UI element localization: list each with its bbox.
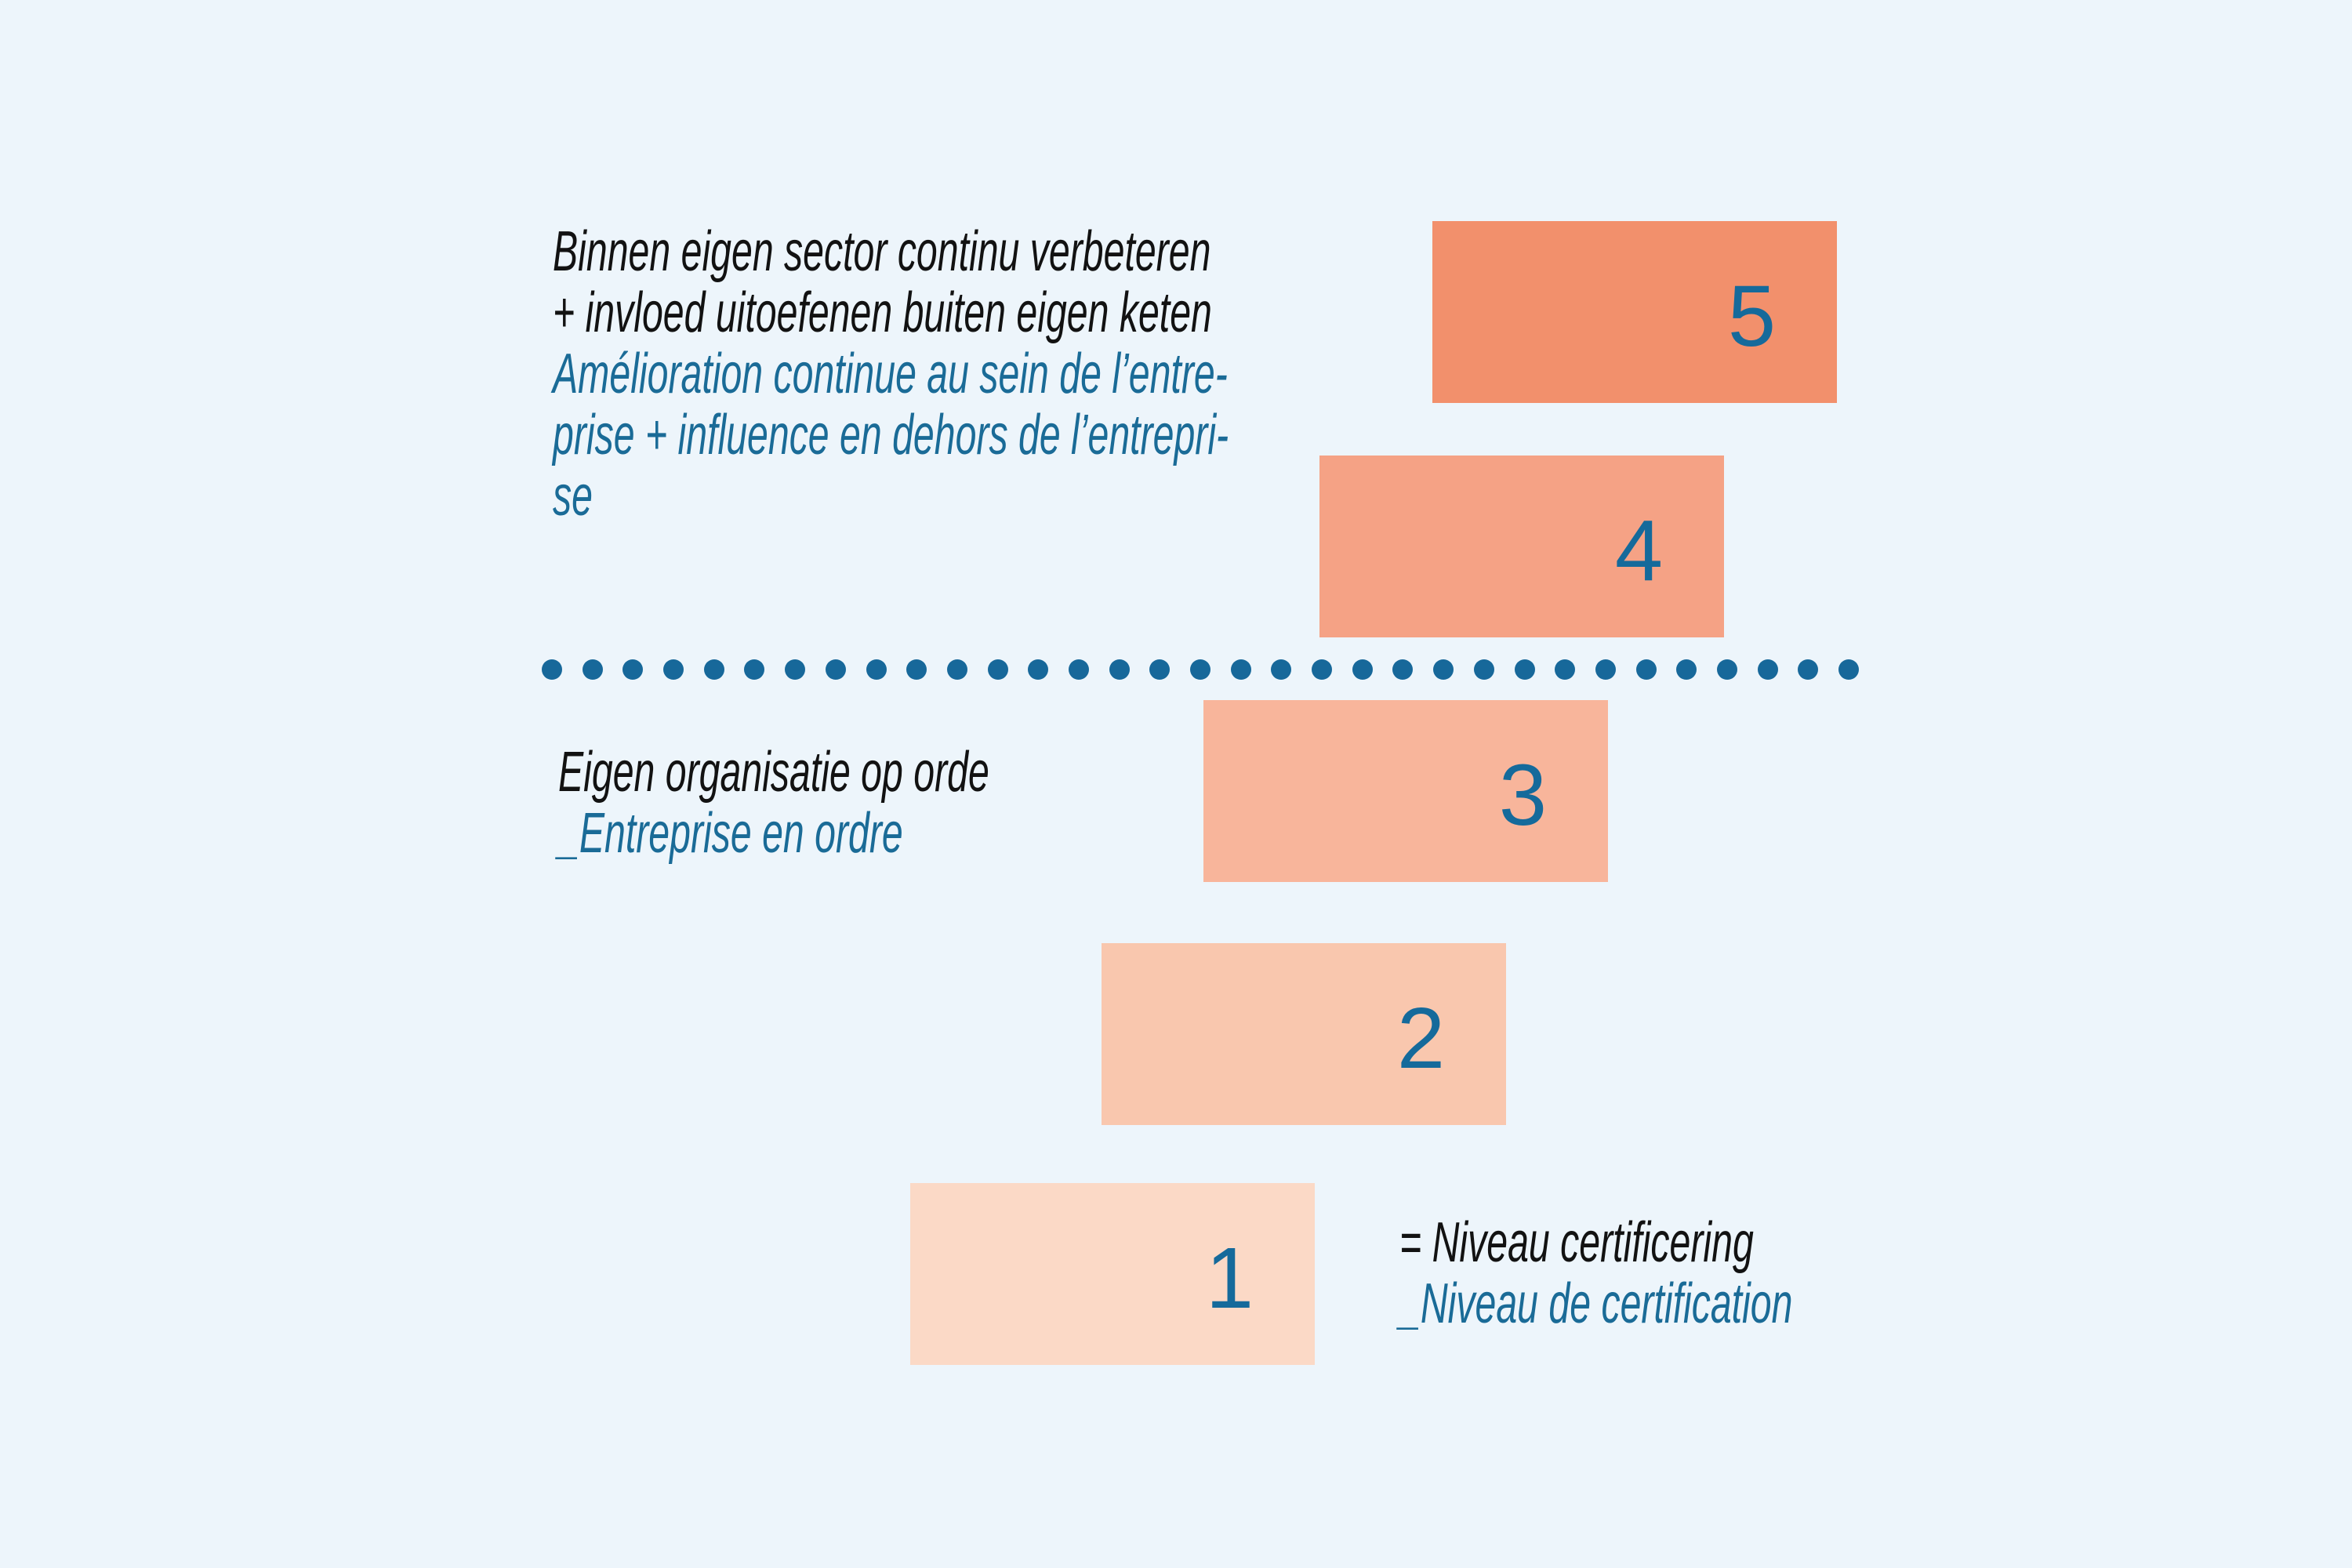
ladder-step-3: 3 <box>1203 700 1608 882</box>
step-number: 5 <box>1727 268 1776 365</box>
divider-dot <box>1271 659 1292 680</box>
description-nl-line: Binnen eigen sector continu verbeteren <box>553 220 1211 283</box>
ladder-step-5: 5 <box>1432 221 1837 403</box>
description-nl-line: + invloed uitoefenen buiten eigen keten <box>553 281 1212 344</box>
divider-dot <box>987 659 1008 680</box>
step-number: 2 <box>1396 990 1445 1087</box>
divider-dot <box>582 659 603 680</box>
divider-dot <box>1473 659 1494 680</box>
divider-dot <box>1838 659 1859 680</box>
divider-dot <box>866 659 887 680</box>
divider-dot <box>1433 659 1454 680</box>
divider-dot <box>542 659 562 680</box>
ladder-step-4: 4 <box>1319 456 1724 637</box>
legend-fr-line: _Niveau de certification <box>1399 1272 1793 1335</box>
divider-dot <box>1352 659 1373 680</box>
divider-dot <box>1312 659 1333 680</box>
description-fr-line: se <box>553 465 593 528</box>
divider-dot <box>1190 659 1210 680</box>
description-fr-line: Amélioration continue au sein de l’entre… <box>553 343 1228 405</box>
divider-dot <box>1798 659 1819 680</box>
divider-dot <box>1676 659 1697 680</box>
step-number: 1 <box>1205 1230 1254 1327</box>
divider-dot <box>1595 659 1616 680</box>
divider-dot <box>703 659 724 680</box>
divider-dot <box>1149 659 1171 680</box>
dotted-divider <box>542 659 1859 680</box>
divider-dot <box>744 659 765 680</box>
divider-dot <box>1109 659 1130 680</box>
divider-dot <box>825 659 846 680</box>
divider-dot <box>785 659 806 680</box>
divider-dot <box>1514 659 1535 680</box>
ladder-step-1: 1 <box>910 1183 1315 1365</box>
divider-dot <box>1555 659 1576 680</box>
divider-dot <box>1716 659 1737 680</box>
legend: = Niveau certificering _Niveau de certif… <box>1399 1212 1792 1334</box>
divider-dot <box>946 659 967 680</box>
description-nl-line: Eigen organisatie op orde <box>558 741 989 804</box>
level-1-3-description: Eigen organisatie op orde _Entreprise en… <box>558 742 989 864</box>
divider-dot <box>1635 659 1657 680</box>
legend-nl-line: = Niveau certificering <box>1399 1211 1754 1274</box>
divider-dot <box>906 659 927 680</box>
step-number: 3 <box>1498 747 1547 844</box>
divider-dot <box>1392 659 1414 680</box>
divider-dot <box>1230 659 1251 680</box>
description-fr-line: prise + influence en dehors de l’entrepr… <box>553 404 1229 466</box>
divider-dot <box>1068 659 1089 680</box>
divider-dot <box>1028 659 1049 680</box>
level-4-5-description: Binnen eigen sector continu verbeteren +… <box>553 221 1229 527</box>
divider-dot <box>663 659 684 680</box>
divider-dot <box>1757 659 1778 680</box>
step-number: 4 <box>1614 503 1663 599</box>
divider-dot <box>622 659 644 680</box>
description-fr-line: _Entreprise en ordre <box>558 802 903 865</box>
ladder-step-2: 2 <box>1102 943 1506 1125</box>
